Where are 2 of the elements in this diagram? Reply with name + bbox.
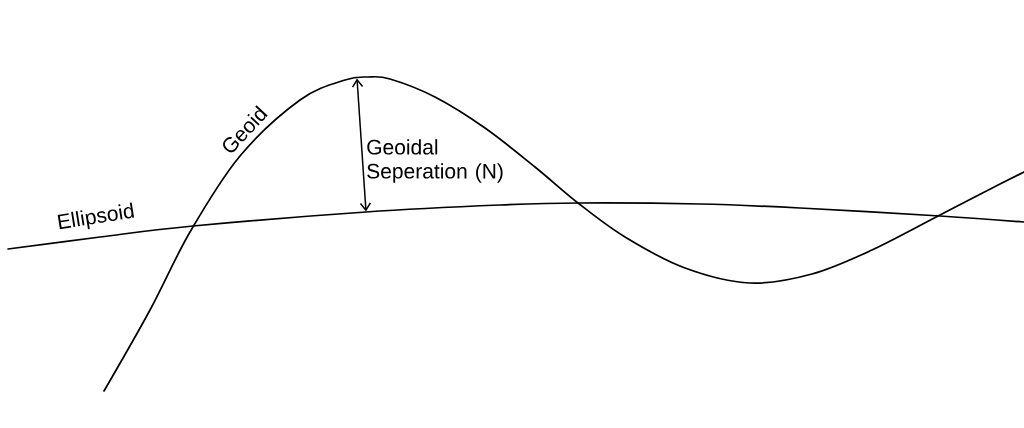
dimension-label: Geoidal Seperation (N) (367, 139, 503, 183)
curve-label: Ellipsoid (57, 202, 135, 230)
